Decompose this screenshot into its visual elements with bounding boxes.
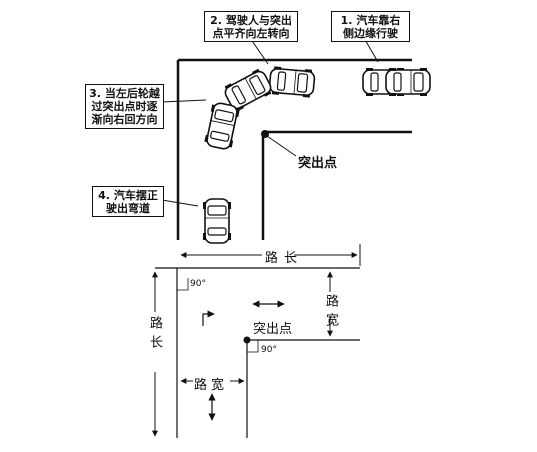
car-1b: [385, 67, 431, 97]
road-length-top-label: 路长: [265, 251, 304, 266]
road-width-right-label: 路宽: [323, 294, 338, 332]
angle-label-lower: 90°: [261, 345, 277, 355]
motion-turn-arrow: [202, 310, 215, 326]
car-2a: [268, 65, 316, 99]
road-width-bottom-label: 路宽: [194, 378, 229, 393]
callout-step4: 4. 汽车摆正 驶出弯道: [92, 186, 164, 217]
angle-label-upper: 90°: [190, 279, 206, 289]
leader-step1: [363, 37, 379, 63]
car-4: [202, 198, 232, 244]
protrusion-label-bottom: 突出点: [253, 322, 293, 337]
callout-step2: 2. 驾驶人与突出 点平齐向左转向: [204, 11, 298, 42]
angle-mark-lower: [247, 340, 259, 353]
angle-mark-upper: [177, 278, 189, 291]
protrusion-leader: [266, 135, 297, 157]
protrusion-label-top: 突出点: [298, 156, 338, 171]
road-length-side-label: 路长: [147, 316, 162, 354]
car-3: [202, 100, 242, 152]
leader-step3: [161, 99, 207, 103]
top-road-outline: [176, 58, 412, 240]
callout-step3: 3. 当左后轮越 过突出点时逐 渐向右回方向: [85, 84, 164, 129]
leader-step2: [249, 37, 269, 65]
leader-step4: [161, 199, 199, 207]
callout-step1: 1. 汽车靠右 侧边缘行驶: [331, 11, 410, 42]
protrusion-point-bottom: [243, 336, 251, 344]
bottom-road-outline: [155, 267, 360, 438]
